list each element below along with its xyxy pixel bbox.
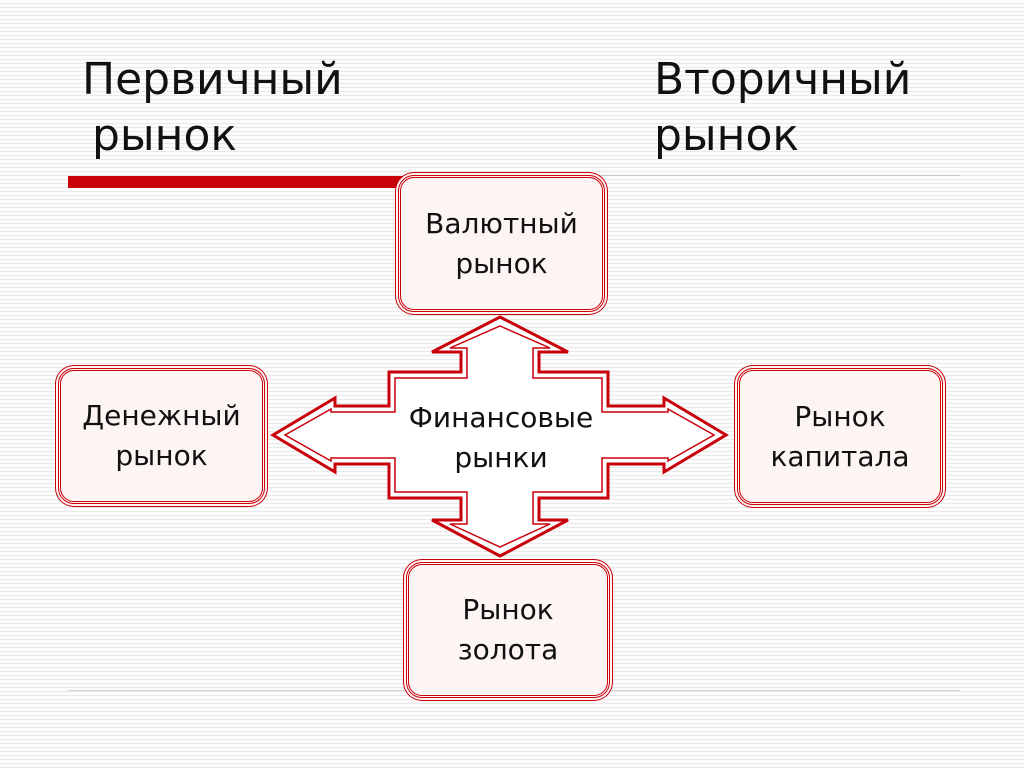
four-way-arrow-shape	[270, 315, 729, 558]
currency-market-line1: Валютный	[425, 206, 578, 240]
secondary-market-heading-line2: рынок	[654, 110, 799, 161]
gold-market-line2: золота	[457, 633, 559, 666]
financial-markets-label-line1: Финансовые	[408, 401, 594, 434]
primary-market-heading-line1: Первичный	[82, 54, 343, 105]
secondary-market-heading-line1: Вторичный	[654, 54, 912, 105]
title-accent-bar	[68, 176, 408, 188]
capital-market-box: Рынок капитала	[737, 368, 943, 505]
capital-market-line2: капитала	[770, 439, 910, 473]
currency-market-box: Валютный рынок	[398, 175, 605, 312]
title-divider-line	[408, 175, 960, 176]
financial-markets-label: Финансовые рынки	[386, 398, 616, 478]
financial-markets-label-line2: рынки	[454, 441, 548, 474]
primary-market-heading-line2: рынок	[92, 110, 237, 161]
secondary-market-heading: Вторичный рынок	[654, 52, 911, 164]
capital-market-line1: Рынок	[794, 399, 886, 433]
money-market-line1: Денежный	[82, 399, 241, 432]
primary-market-heading: Первичный рынок	[82, 52, 343, 164]
gold-market-box: Рынок золота	[406, 562, 610, 698]
four-way-arrow-inner-outline	[283, 325, 716, 548]
money-market-line2: рынок	[115, 439, 208, 472]
gold-market-line1: Рынок	[462, 593, 554, 626]
money-market-box: Денежный рынок	[58, 368, 265, 504]
currency-market-line2: рынок	[455, 246, 548, 280]
